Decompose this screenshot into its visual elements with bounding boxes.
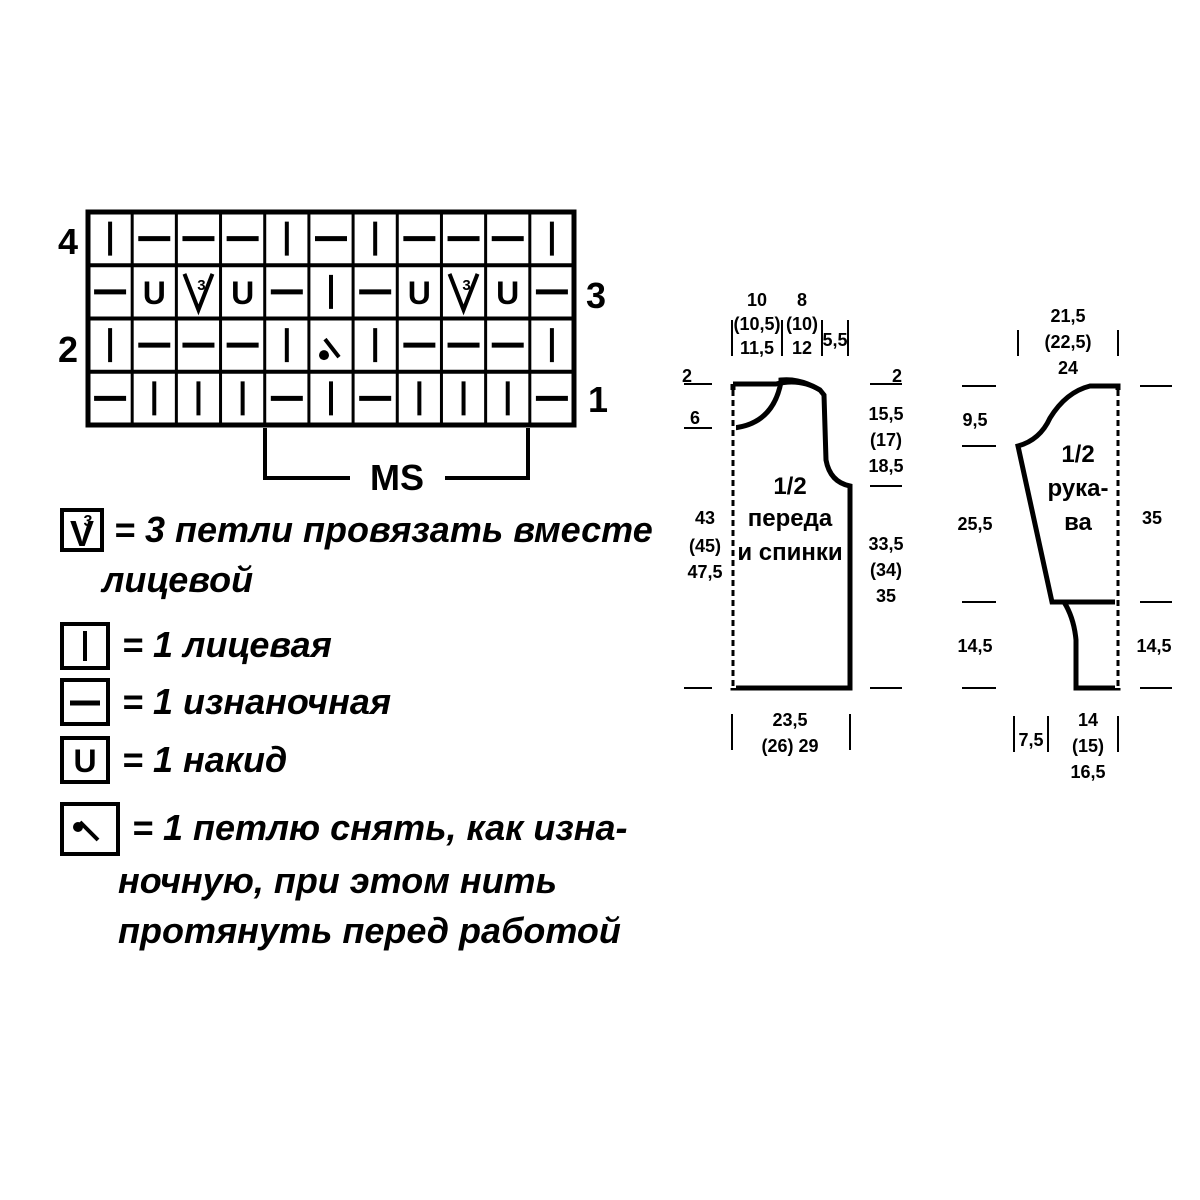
svg-text:(45): (45) bbox=[689, 536, 721, 556]
neck-line bbox=[733, 379, 822, 393]
chart-cells: U 3 U U 3 U bbox=[94, 221, 568, 416]
legend-purl-text: = 1 изнаночная bbox=[122, 681, 391, 722]
slip-stitch-legend-icon bbox=[60, 802, 120, 856]
sleeve-top-measures: 21,5 (22,5) 24 bbox=[1017, 306, 1119, 378]
slip-stitch bbox=[319, 337, 341, 361]
slip-stitch-dot bbox=[319, 350, 329, 361]
svg-text:(15): (15) bbox=[1072, 736, 1104, 756]
yarn-over-stitch: U bbox=[496, 275, 519, 311]
row-number-2: 2 bbox=[58, 329, 78, 370]
yo-legend-icon bbox=[60, 736, 110, 784]
sleeve-right-measures: 35 14,5 bbox=[1136, 385, 1172, 689]
body-title-1: 1/2 bbox=[773, 473, 806, 500]
stitch-chart: U 3 U U 3 U 4 3 2 1 MS bbox=[58, 209, 608, 498]
body-left-measures: 2 6 43 (45) 47,5 bbox=[682, 366, 723, 689]
svg-text:(10,5): (10,5) bbox=[733, 314, 780, 334]
k3tog-number: 3 bbox=[197, 277, 205, 294]
yarn-over-stitch: U bbox=[231, 275, 254, 311]
slip-stitch-stroke bbox=[323, 337, 341, 359]
body-bottom-measures: 23,5 (26) 29 bbox=[731, 710, 851, 756]
svg-text:2: 2 bbox=[682, 366, 692, 386]
svg-text:47,5: 47,5 bbox=[687, 562, 722, 582]
svg-text:7,5: 7,5 bbox=[1018, 730, 1043, 750]
row-number-1: 1 bbox=[588, 379, 608, 420]
sleeve-bottom-measures: 7,5 14 (15) 16,5 bbox=[1013, 710, 1119, 782]
svg-text:25,5: 25,5 bbox=[957, 514, 992, 534]
k3tog-stitch: 3 bbox=[182, 273, 215, 316]
k3tog-stitch: 3 bbox=[447, 273, 480, 316]
legend-k3tog-text-2: лицевой bbox=[100, 559, 253, 600]
ms-label: MS bbox=[370, 457, 424, 498]
sleeve-title-3: ва bbox=[1064, 509, 1092, 536]
legend-item-purl: = 1 изнаночная bbox=[60, 678, 391, 726]
svg-text:2: 2 bbox=[892, 366, 902, 386]
svg-text:(10): (10) bbox=[786, 314, 818, 334]
svg-text:11,5: 11,5 bbox=[740, 338, 774, 358]
svg-text:43: 43 bbox=[695, 508, 715, 528]
svg-text:14: 14 bbox=[1078, 710, 1098, 730]
svg-text:3: 3 bbox=[84, 513, 93, 530]
svg-text:21,5: 21,5 bbox=[1050, 306, 1085, 326]
svg-text:16,5: 16,5 bbox=[1070, 762, 1105, 782]
body-right-measures: 2 15,5 (17) 18,5 33,5 (34) 35 bbox=[868, 366, 904, 689]
svg-text:35: 35 bbox=[1142, 508, 1162, 528]
body-title-3: и спинки bbox=[737, 539, 842, 566]
legend-slip-text-2: ночную, при этом нить bbox=[118, 860, 557, 901]
sleeve-left-measures: 9,5 25,5 14,5 bbox=[957, 385, 996, 689]
svg-text:(22,5): (22,5) bbox=[1044, 332, 1091, 352]
legend-item-k3tog: V 3 = 3 петли провязать вместе лицевой bbox=[60, 508, 653, 600]
body-top-measures: 10 (10,5) 11,5 8 (10) 12 5,5 bbox=[731, 290, 849, 358]
legend: V 3 = 3 петли провязать вместе лицевой =… bbox=[60, 508, 653, 951]
legend-item-yo: U = 1 накид bbox=[60, 736, 287, 784]
k3tog-mark bbox=[447, 273, 480, 316]
legend-yo-text: = 1 накид bbox=[122, 739, 287, 780]
chart-grid bbox=[88, 212, 574, 425]
yarn-over-stitch: U bbox=[143, 275, 166, 311]
svg-text:15,5: 15,5 bbox=[868, 404, 903, 424]
k3tog-legend-icon bbox=[60, 508, 104, 552]
svg-text:35: 35 bbox=[876, 586, 896, 606]
sleeve-title-1: 1/2 bbox=[1061, 441, 1094, 468]
row-number-4: 4 bbox=[58, 221, 78, 262]
body-title-2: переда bbox=[748, 505, 833, 532]
knit-legend-icon bbox=[60, 622, 110, 670]
legend-k3tog-text-1: = 3 петли провязать вместе bbox=[114, 509, 653, 550]
svg-text:14,5: 14,5 bbox=[1136, 636, 1171, 656]
svg-text:23,5: 23,5 bbox=[772, 710, 807, 730]
body-outline bbox=[730, 377, 853, 691]
k3tog-number: 3 bbox=[462, 277, 470, 294]
k3tog-mark bbox=[182, 273, 215, 316]
sleeve-title-2: рука- bbox=[1047, 475, 1108, 502]
svg-text:6: 6 bbox=[690, 408, 700, 428]
svg-text:8: 8 bbox=[797, 290, 807, 310]
svg-text:5,5: 5,5 bbox=[822, 330, 847, 350]
legend-item-knit: = 1 лицевая bbox=[60, 622, 332, 670]
svg-text:24: 24 bbox=[1058, 358, 1078, 378]
sleeve-outline bbox=[1015, 383, 1121, 691]
row-number-3: 3 bbox=[586, 275, 606, 316]
svg-text:33,5: 33,5 bbox=[868, 534, 903, 554]
legend-slip-text-3: протянуть перед работой bbox=[118, 910, 621, 951]
legend-knit-text: = 1 лицевая bbox=[122, 624, 332, 665]
svg-text:(34): (34) bbox=[870, 560, 902, 580]
svg-text:U: U bbox=[73, 743, 96, 779]
sleeve-piece: 1/2 рука- ва 21,5 (22,5) 24 9,5 25,5 14,… bbox=[957, 306, 1172, 782]
legend-item-slip: = 1 петлю снять, как изна- ночную, при э… bbox=[60, 802, 628, 951]
svg-text:V: V bbox=[70, 513, 94, 554]
ms-repeat-bracket: MS bbox=[263, 428, 530, 498]
svg-text:(17): (17) bbox=[870, 430, 902, 450]
svg-text:18,5: 18,5 bbox=[868, 456, 903, 476]
svg-text:(26) 29: (26) 29 bbox=[761, 736, 818, 756]
svg-text:14,5: 14,5 bbox=[957, 636, 992, 656]
svg-text:9,5: 9,5 bbox=[962, 410, 987, 430]
svg-text:12: 12 bbox=[792, 338, 812, 358]
body-piece: 1/2 переда и спинки 10 (10,5) 11,5 8 (10… bbox=[682, 290, 904, 756]
purl-legend-icon bbox=[60, 678, 110, 726]
yarn-over-stitch: U bbox=[408, 275, 431, 311]
svg-text:10: 10 bbox=[747, 290, 767, 310]
legend-slip-text-1: = 1 петлю снять, как изна- bbox=[132, 807, 628, 848]
